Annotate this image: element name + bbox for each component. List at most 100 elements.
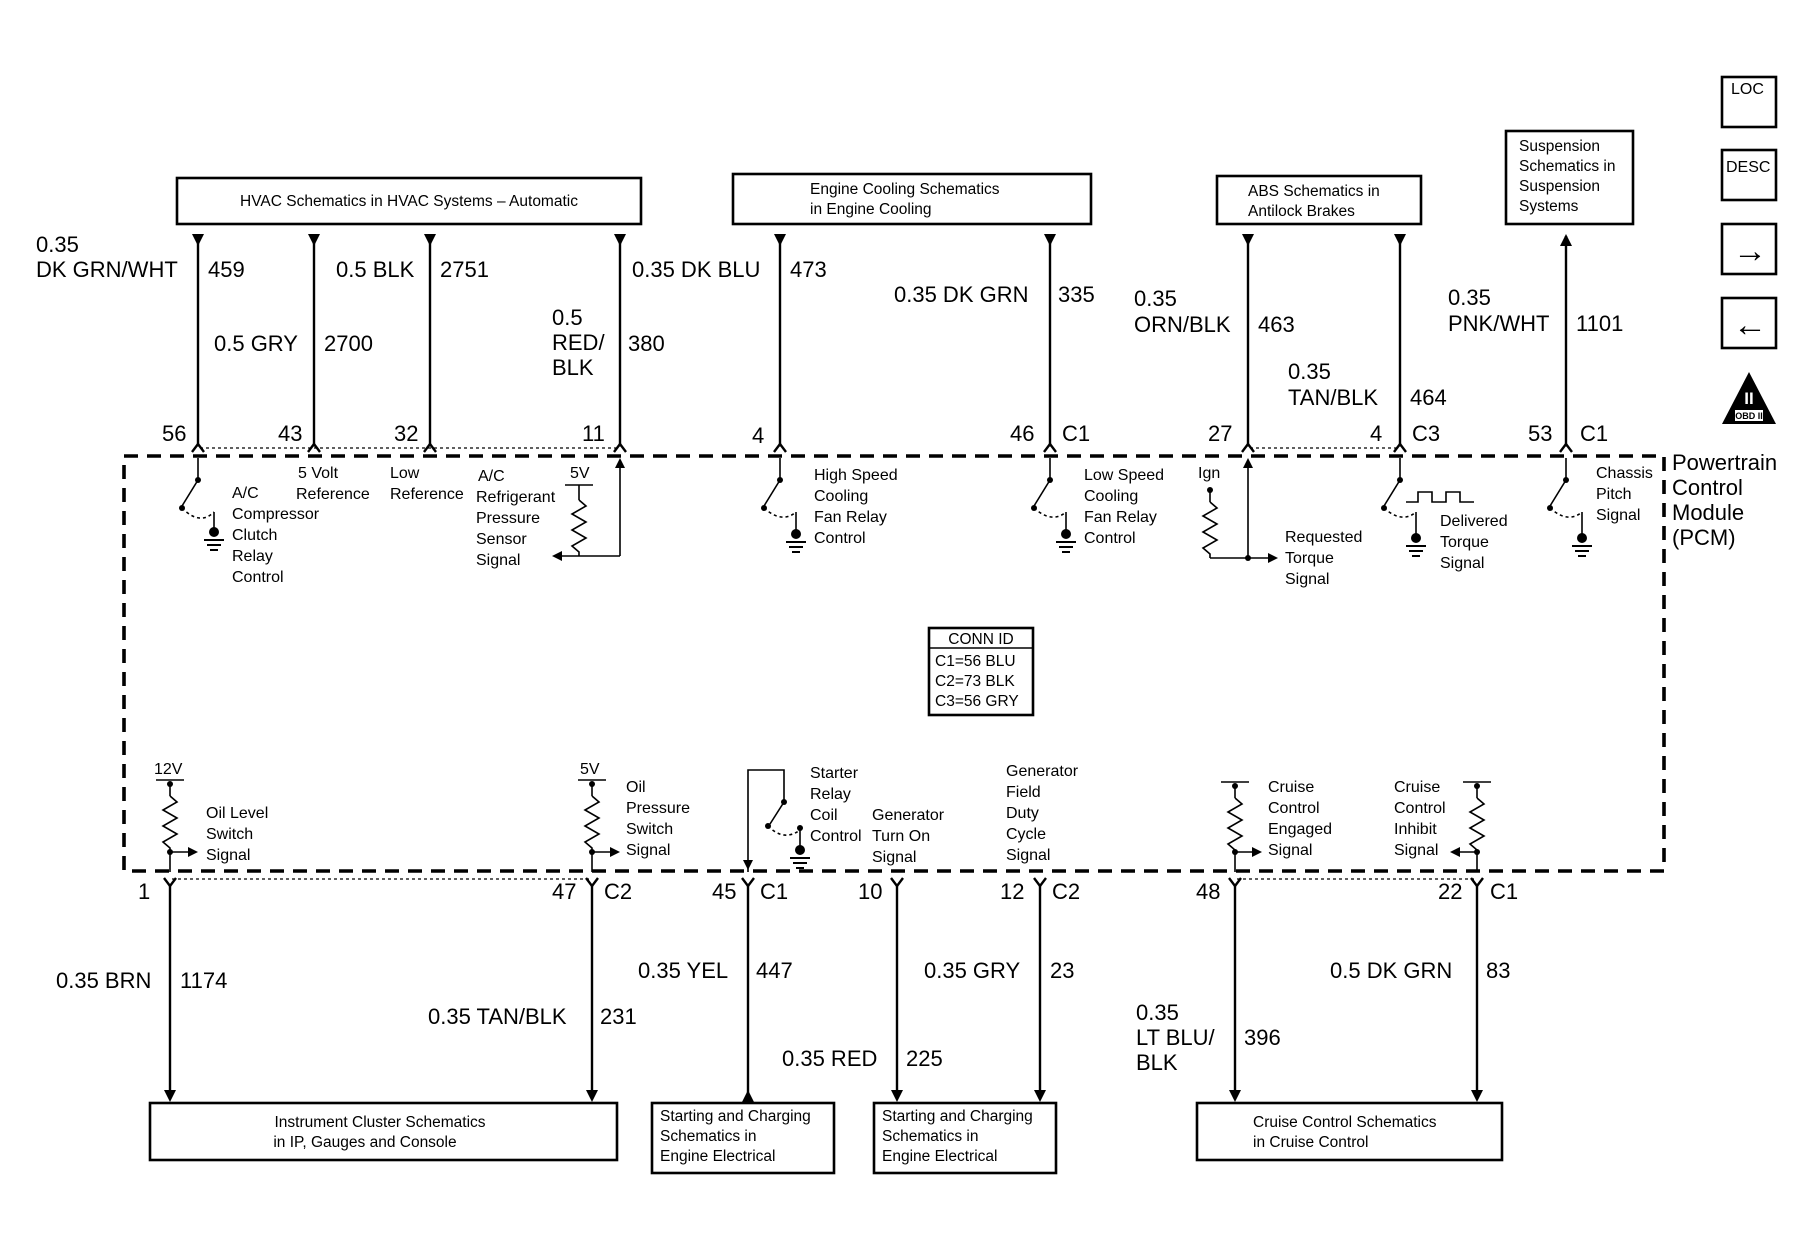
pcm-title-line-2: Control [1672,475,1743,500]
wire-color: BLK [1136,1050,1178,1075]
label-line: Chassis [1596,465,1653,482]
starting-charging-link-1[interactable]: Starting and Charging Schematics in Engi… [650,1101,836,1175]
del-torque-label: Delivered Torque Signal [1440,513,1508,572]
suspension-line-2: Schematics in [1519,158,1615,175]
pin-number: 53 [1528,421,1552,446]
chassis-pitch-switch-icon [1547,458,1592,557]
circuit-number: 2700 [324,331,373,356]
label-line: Pressure [476,510,540,527]
connector-id: C2 [604,879,632,904]
top-wire-11: 0.5 RED/ BLK 380 11 [552,234,665,446]
cruise-control-link[interactable]: Cruise Control Schematics in Cruise Cont… [1195,1101,1504,1162]
bottom-wire-10: 0.35 RED 225 10 [782,879,943,1102]
pin-number: 47 [552,879,576,904]
ac-clutch-label: A/C Compressor Clutch Relay Control [232,485,320,586]
starting2-line-3: Engine Electrical [882,1148,997,1165]
engine-cooling-box [731,172,1093,226]
pin-number: 10 [858,879,882,904]
forward-icon-frame [1720,222,1778,276]
wire-color: ORN/BLK [1134,312,1231,337]
starting2-line-2: Schematics in [882,1128,978,1145]
ls-fan-switch-icon [1031,458,1076,553]
five-volt-ref-label: 5 Volt Reference [296,465,370,503]
label-line: Generator [872,807,945,824]
wire-color: 0.5 [552,305,583,330]
pin-number: 12 [1000,879,1024,904]
label-line: Control [1268,800,1320,817]
label-line: A/C [478,468,505,485]
circuit-number: 447 [756,958,793,983]
circuit-number: 231 [600,1004,637,1029]
chassis-pitch-label: Chassis Pitch Signal [1596,465,1653,524]
label-line: Requested [1285,529,1362,546]
label-line: Control [232,569,284,586]
label-line: Delivered [1440,513,1508,530]
suspension-link[interactable]: Suspension Schematics in Suspension Syst… [1504,129,1635,226]
suspension-line-1: Suspension [1519,138,1600,155]
top-wire-56: 0.35 DK GRN/WHT 459 56 [36,232,245,446]
req-torque-label: Requested Torque Signal [1285,529,1362,588]
conn-id-table: CONN ID C1=56 BLU C2=73 BLK C3=56 GRY [927,626,1035,717]
top-wire-32: 0.5 BLK 2751 32 [336,234,489,446]
top-wire-53: 0.35 PNK/WHT 1101 53 C1 [1448,234,1623,446]
cruise-line-2: in Cruise Control [1253,1134,1368,1151]
pcm-title-line-4: (PCM) [1672,525,1736,550]
instrument-box [148,1101,619,1162]
wire-color: 0.5 BLK [336,257,415,282]
circuit-number: 335 [1058,282,1095,307]
suspension-line-4: Systems [1519,198,1579,215]
circuit-number: 23 [1050,958,1074,983]
label-line: Duty [1006,805,1039,822]
engine-cooling-link[interactable]: Engine Cooling Schematics in Engine Cool… [731,172,1093,226]
forward-arrow-icon: → [1733,232,1767,270]
circuit-number: 464 [1410,385,1447,410]
cruise-inhibit-resistor-icon [1450,781,1491,872]
hvac-schematics-link[interactable]: HVAC Schematics in HVAC Systems – Automa… [175,176,643,226]
wire-color: LT BLU/ [1136,1025,1216,1050]
pin-number: 43 [278,421,302,446]
cruise-line-1: Cruise Control Schematics [1253,1114,1437,1131]
starting-charging-link-2[interactable]: Starting and Charging Schematics in Engi… [872,1101,1058,1175]
forward-button[interactable]: → [1720,222,1778,276]
abs-line-1: ABS Schematics in [1248,183,1380,200]
gen-field-label: Generator Field Duty Cycle Signal [1006,763,1079,864]
obd-label: OBD II [1735,411,1763,421]
obd-ii-button[interactable]: II OBD II [1722,372,1776,424]
label-line: Pressure [626,800,690,817]
loc-button[interactable]: LOC [1720,75,1778,129]
conn-id-box [927,626,1035,717]
hs-fan-label: High Speed Cooling Fan Relay Control [814,467,898,547]
top-wire-43: 0.5 GRY 2700 43 [214,234,373,446]
wire-color: 0.35 TAN/BLK [428,1004,567,1029]
pin-number: 4 [752,423,764,448]
label-line: Low Speed [1084,467,1164,484]
label-line: Signal [1596,507,1640,524]
hvac-box-label: HVAC Schematics in HVAC Systems – Automa… [240,193,578,210]
label-line: Turn On [872,828,930,845]
del-torque-switch-icon [1381,458,1474,557]
gen-turn-on-label: Generator Turn On Signal [872,807,945,866]
label-line: Compressor [232,506,320,523]
desc-button[interactable]: DESC [1720,148,1778,202]
label-line: Pitch [1596,486,1632,503]
wire-color: 0.35 [1288,359,1331,384]
starter-relay-switch-icon [743,769,810,872]
instrument-cluster-link[interactable]: Instrument Cluster Schematics in IP, Gau… [148,1101,619,1162]
back-button[interactable]: ← [1720,296,1778,350]
pcm-title-line-1: Powertrain [1672,450,1777,475]
back-icon-frame [1720,296,1778,350]
top-wire-4c3: 0.35 TAN/BLK 464 4 C3 [1288,234,1447,446]
label-line: Generator [1006,763,1079,780]
cruise-engaged-label: Cruise Control Engaged Signal [1268,779,1332,859]
conn-id-c3: C3=56 GRY [935,693,1019,710]
ac-pressure-resistor-icon: 5V [552,458,625,561]
obd-mark: II [1744,389,1753,408]
oil-level-label: Oil Level Switch Signal [206,805,268,864]
circuit-number: 380 [628,331,665,356]
starting1-line-1: Starting and Charging [660,1108,811,1125]
label-line: Engaged [1268,821,1332,838]
pin-number: 45 [712,879,736,904]
abs-schematics-link[interactable]: ABS Schematics in Antilock Brakes [1215,174,1423,226]
label-line: Inhibit [1394,821,1437,838]
label-line: Oil Level [206,805,268,822]
